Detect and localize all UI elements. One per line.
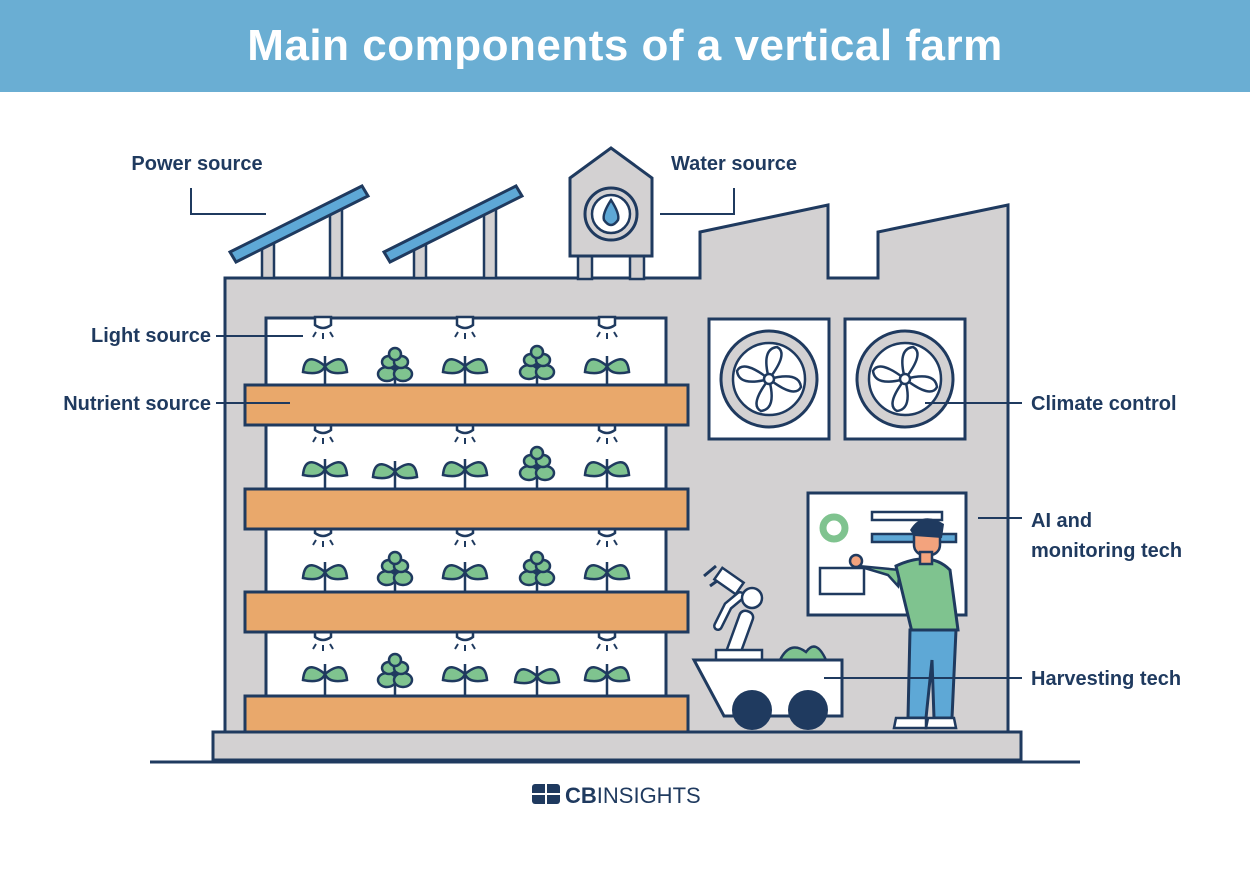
monitor-screen: [806, 491, 968, 617]
building-base: [211, 730, 1023, 762]
harvesting-robot: [691, 564, 844, 730]
person-figure: [848, 518, 960, 730]
page-title: Main components of a vertical farm: [247, 21, 1003, 70]
label-nutrient-source: Nutrient source: [63, 393, 211, 415]
label-ai-line-2: monitoring tech: [1031, 540, 1182, 562]
nutrient-shelves: [243, 383, 690, 734]
fan-icon: [843, 317, 967, 441]
solar-panel-right: [381, 184, 525, 280]
cb-insights-logo: CBINSIGHTS: [532, 783, 701, 808]
logo-text-rest: INSIGHTS: [597, 783, 701, 808]
water-tank: [568, 146, 654, 281]
solar-panel-left: [227, 184, 371, 280]
label-ai-line-1: AI and: [1031, 510, 1092, 532]
svg-text:CBINSIGHTS: CBINSIGHTS: [565, 783, 701, 808]
label-light-source: Light source: [91, 325, 211, 347]
label-power-source: Power source: [131, 153, 262, 175]
label-water-source: Water source: [671, 153, 797, 175]
label-climate-control: Climate control: [1031, 393, 1177, 415]
title-banner: Main components of a vertical farm: [0, 0, 1250, 92]
water-drop-icon: [602, 197, 620, 227]
logo-text-bold: CB: [565, 783, 597, 808]
leader-lines: [190, 188, 1022, 679]
label-harvesting-tech: Harvesting tech: [1031, 668, 1181, 690]
fan-icon: [707, 317, 831, 441]
